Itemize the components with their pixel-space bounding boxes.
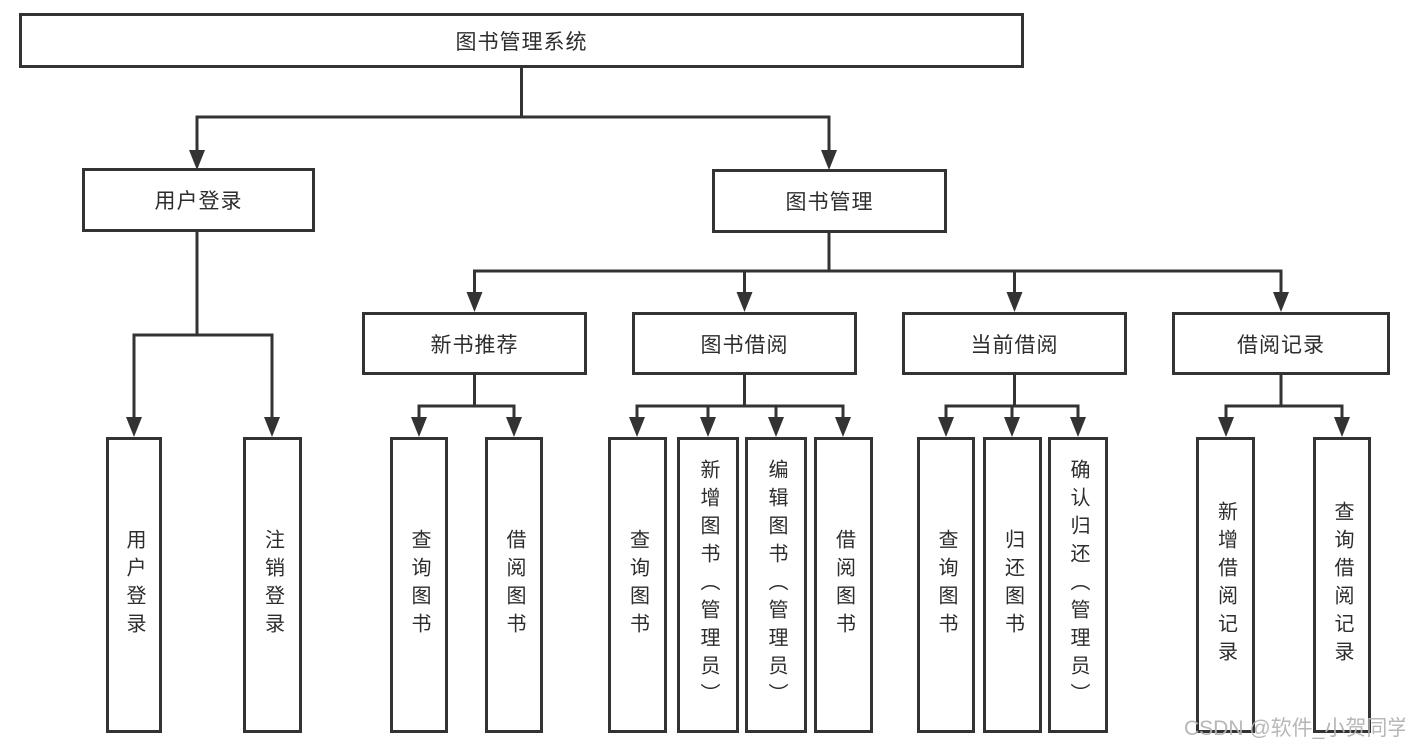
leaf-return-book: 归还图书 — [983, 437, 1042, 733]
leaf-query-books-current: 查询图书 — [917, 437, 975, 733]
node-book-management-label: 图书管理 — [785, 191, 874, 214]
leaf-query-books-current-label: 查询图书 — [935, 529, 957, 641]
node-current-borrow-label: 当前借阅 — [970, 333, 1059, 357]
node-borrow-records-label: 借阅记录 — [1237, 333, 1325, 357]
leaf-user-login-label: 用户登录 — [123, 529, 145, 641]
leaf-borrow-books-recommend-label: 借阅图书 — [503, 529, 525, 641]
node-borrow-records: 借阅记录 — [1172, 312, 1390, 375]
leaf-borrow-books: 借阅图书 — [814, 437, 873, 733]
leaf-query-borrow-record: 查询借阅记录 — [1313, 437, 1371, 733]
leaf-add-borrow-record-label: 新增借阅记录 — [1214, 501, 1237, 669]
leaf-edit-book-admin-label: 编辑图书（管理员） — [765, 459, 787, 711]
leaf-borrow-books-label: 借阅图书 — [832, 529, 855, 641]
leaf-query-books-recommend-label: 查询图书 — [408, 529, 430, 641]
leaf-confirm-return-admin: 确认归还（管理员） — [1048, 437, 1108, 733]
leaf-add-borrow-record: 新增借阅记录 — [1196, 437, 1255, 733]
node-book-borrow-label: 图书借阅 — [700, 333, 789, 357]
leaf-add-book-admin: 新增图书（管理员） — [677, 437, 739, 733]
csdn-watermark: CSDN @软件_小贺同学 — [1184, 717, 1405, 740]
leaf-query-books-recommend: 查询图书 — [390, 437, 448, 733]
leaf-edit-book-admin: 编辑图书（管理员） — [745, 437, 807, 733]
leaf-query-borrow-record-label: 查询借阅记录 — [1331, 501, 1353, 669]
node-new-book-recommend: 新书推荐 — [362, 312, 587, 375]
leaf-return-book-label: 归还图书 — [1001, 529, 1024, 641]
leaf-confirm-return-admin-label: 确认归还（管理员） — [1067, 459, 1089, 711]
node-root-system: 图书管理系统 — [19, 13, 1024, 68]
arrowheads — [126, 150, 1350, 437]
leaf-logout-label: 注销登录 — [261, 529, 284, 641]
leaf-borrow-books-recommend: 借阅图书 — [485, 437, 543, 733]
node-new-book-recommend-label: 新书推荐 — [430, 333, 519, 357]
leaf-query-books-borrow-label: 查询图书 — [626, 529, 649, 641]
leaf-add-book-admin-label: 新增图书（管理员） — [697, 459, 719, 711]
node-current-borrow: 当前借阅 — [902, 312, 1127, 375]
node-book-borrow: 图书借阅 — [632, 312, 857, 375]
leaf-user-login: 用户登录 — [106, 437, 162, 733]
node-user-login: 用户登录 — [82, 168, 315, 232]
node-root-system-label: 图书管理系统 — [455, 30, 588, 54]
node-book-management: 图书管理 — [712, 169, 947, 233]
leaf-logout: 注销登录 — [243, 437, 302, 733]
leaf-query-books-borrow: 查询图书 — [608, 437, 667, 733]
node-user-login-label: 用户登录 — [154, 190, 243, 213]
